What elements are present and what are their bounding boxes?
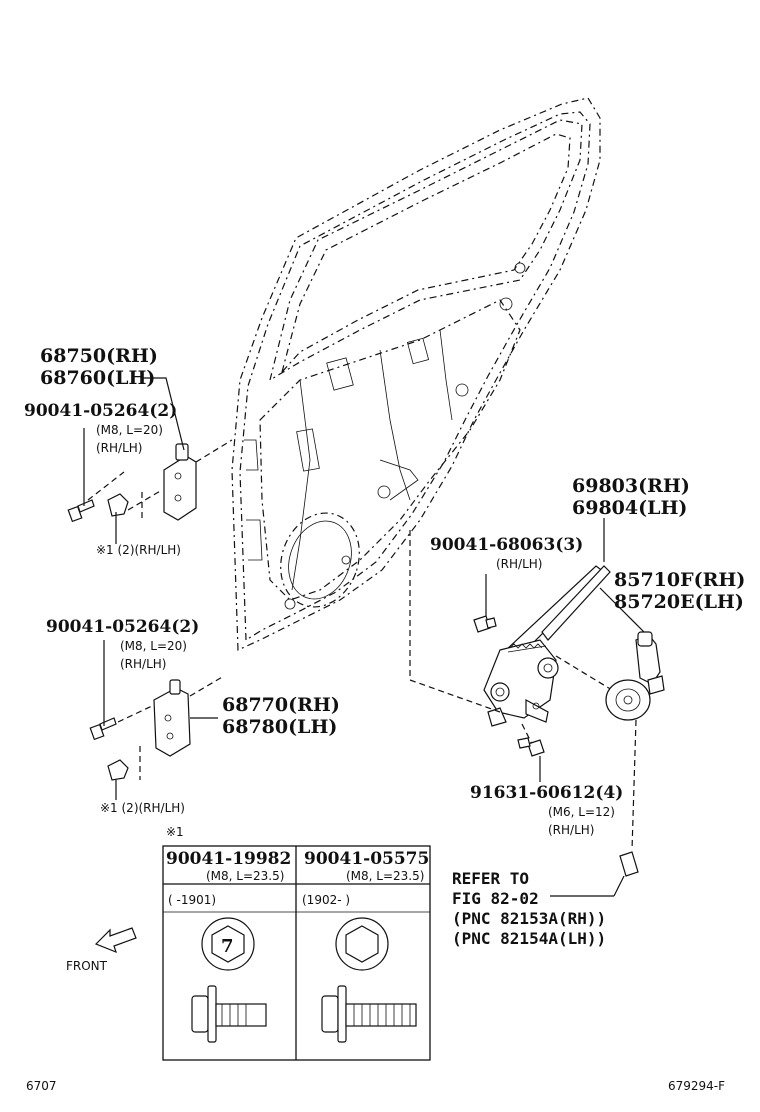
hinge-upper-lh-label: 68760(LH): [40, 367, 155, 389]
hinge-upper-rh-label: 68750(RH): [40, 345, 158, 367]
bolt-reg-side: (RH/LH): [496, 557, 542, 571]
bolt-reg-label: 90041-68063(3): [430, 535, 583, 555]
footer-left: 6707: [26, 1079, 57, 1093]
bolt-lower-spec: (M8, L=20): [120, 639, 187, 653]
col1-hex-mark: 7: [221, 936, 234, 957]
fastener-table: [162, 845, 431, 1061]
door-frame: [231, 97, 601, 651]
connector-group: [550, 851, 639, 897]
bolt-upper-spec: (M8, L=20): [96, 423, 163, 437]
col1-bolt-side-icon: [191, 985, 267, 1043]
hinge-lower-rh-label: 68770(RH): [222, 694, 340, 716]
refer-line2: FIG 82-02: [452, 889, 539, 908]
lower-hinge-group: [89, 640, 225, 800]
bolt-motor-label: 91631-60612(4): [470, 783, 623, 803]
motor-bolt-group: [517, 737, 545, 782]
bolt-lower-label: 90041-05264(2): [46, 617, 199, 637]
bolt-upper-side: (RH/LH): [96, 441, 142, 455]
table-title-mark: ※1: [166, 825, 184, 839]
bolt-lower-side: (RH/LH): [120, 657, 166, 671]
motor-group: [599, 587, 665, 851]
front-label: FRONT: [66, 959, 108, 973]
lower-bolt-icon: [89, 717, 117, 741]
regulator-rh-label: 69803(RH): [572, 475, 690, 497]
refer-line1: REFER TO: [452, 869, 529, 888]
regulator-lh-label: 69804(LH): [572, 497, 687, 519]
motor-lh-label: 85720E(LH): [614, 591, 744, 613]
bolt-motor-side: (RH/LH): [548, 823, 594, 837]
upper-nut-icon: [107, 493, 129, 517]
col2-date: (1902- ): [302, 893, 350, 907]
note-lower: ※1 (2)(RH/LH): [100, 801, 185, 815]
footer-right: 679294-F: [668, 1079, 725, 1093]
col1-spec: (M8, L=23.5): [206, 869, 284, 883]
bolt-motor-spec: (M6, L=12): [548, 805, 615, 819]
motor-rh-label: 85710F(RH): [614, 569, 745, 591]
lower-hinge: [153, 687, 191, 757]
front-arrow-icon: [94, 927, 137, 954]
refer-line4: (PNC 82154A(LH)): [452, 929, 606, 948]
bolt-upper-label: 90041-05264(2): [24, 401, 177, 421]
refer-line3: (PNC 82153A(RH)): [452, 909, 606, 928]
regulator-gear: [483, 639, 557, 719]
note-upper: ※1 (2)(RH/LH): [96, 543, 181, 557]
motor-gearbox: [605, 679, 651, 721]
col2-bolt-head-icon: [335, 917, 389, 971]
col1-part: 90041-19982: [166, 849, 291, 869]
connector-icon: [619, 851, 639, 877]
lower-nut-icon: [107, 759, 129, 781]
col1-date: ( -1901): [168, 893, 216, 907]
regulator-group: [409, 518, 613, 745]
upper-hinge-group: [67, 377, 233, 544]
col2-part: 90041-05575: [304, 849, 429, 869]
col1-bolt-head-icon: [201, 917, 255, 971]
motor-bolt-icon: [517, 737, 545, 757]
hinge-lower-lh-label: 68780(LH): [222, 716, 337, 738]
col2-spec: (M8, L=23.5): [346, 869, 424, 883]
upper-hinge: [163, 455, 197, 521]
regulator-bolt-icon: [473, 615, 497, 633]
col2-bolt-side-icon: [321, 985, 417, 1043]
upper-bolt-icon: [67, 499, 95, 523]
